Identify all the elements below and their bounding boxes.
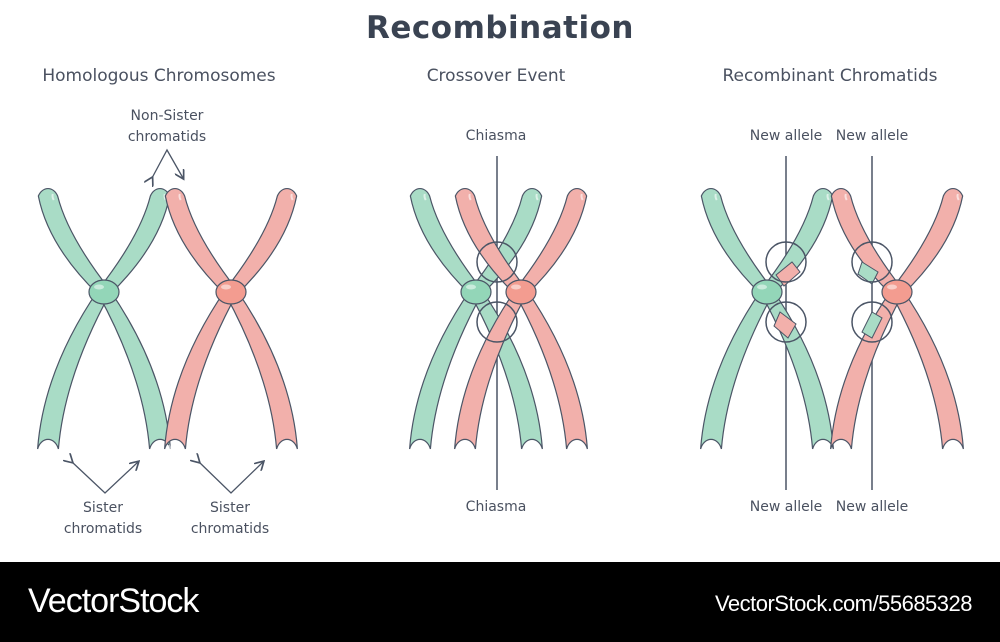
chromosome-red-arm-bottom-right (224, 289, 299, 450)
swapped-segment-green-bottom (861, 311, 883, 339)
chromosome-green-arm-bottom-right (97, 289, 172, 450)
recombinant-red-arm-bottom-right (890, 289, 965, 450)
crossover-green-arm-top-left (409, 187, 483, 296)
arm-highlight (535, 193, 539, 201)
recombinant-red-arm-bottom-left (829, 289, 904, 450)
chromosome-red-arm-bottom-left (163, 289, 238, 450)
crossover-red-arm-top-right (514, 187, 588, 296)
centromere-highlight (94, 284, 104, 290)
arrow-non-sister (152, 148, 183, 178)
crossover-green-centromere (460, 279, 492, 305)
crossover-red-arm-bottom-right (514, 289, 589, 450)
arm-highlight (412, 444, 417, 452)
new-allele-circle-top-left (765, 241, 807, 283)
arrow-sister-right (199, 462, 263, 494)
arrow-sister-left (72, 462, 138, 494)
arm-highlight (51, 193, 55, 201)
swapped-segment-red-bottom (773, 311, 797, 339)
recombinant-red-centromere (881, 279, 913, 305)
arm-highlight (826, 193, 830, 201)
recombinant-green-arm-bottom-right (760, 289, 835, 450)
label-new-allele-top-right: New allele (835, 128, 909, 144)
footer-brand: VectorStock (28, 582, 199, 620)
chromosome-red-arm-top-left (164, 187, 238, 296)
label-new-allele-bottom-right: New allele (835, 499, 909, 515)
arm-highlight (833, 444, 838, 452)
crossover-red-arm-bottom-left (453, 289, 528, 450)
arm-highlight (457, 444, 462, 452)
arm-highlight (569, 444, 574, 452)
chromosome-red-centromere (215, 279, 247, 305)
crossover-circles (476, 241, 893, 343)
arm-highlight (423, 193, 427, 201)
arm-highlight (152, 444, 157, 452)
recombination-diagram (36, 148, 965, 494)
footer-bar: VectorStock VectorStock.com/55685328 (0, 562, 1000, 642)
chromosome-green-arm-top-left (37, 187, 111, 296)
arm-highlight (815, 444, 820, 452)
chromosome-red-arm-top-right (224, 187, 298, 296)
arm-highlight (844, 193, 848, 201)
panel-title-homologous: Homologous Chromosomes (42, 66, 276, 86)
arm-highlight (703, 444, 708, 452)
label-chiasma-top: Chiasma (465, 128, 527, 144)
label-new-allele-top-left: New allele (749, 128, 823, 144)
panel-title-recombinant: Recombinant Chromatids (722, 66, 938, 86)
chromosome-green-arm-top-right (97, 187, 171, 296)
arm-highlight (468, 193, 472, 201)
centromere-highlight (511, 284, 521, 290)
arm-highlight (956, 193, 960, 201)
centromere-highlight (757, 284, 767, 290)
arm-highlight (279, 444, 284, 452)
label-chiasma-bottom: Chiasma (465, 499, 527, 515)
diagram-title: Recombination (366, 10, 634, 46)
new-allele-circle-top-right (851, 241, 893, 283)
arm-highlight (524, 444, 529, 452)
centromere-highlight (221, 284, 231, 290)
footer-reference: VectorStock.com/55685328 (714, 591, 973, 616)
centromere-highlight (466, 284, 476, 290)
crossover-red-centromere (505, 279, 537, 305)
swapped-segment-green-top (857, 261, 879, 285)
recombinant-red-arm-top-left (830, 187, 904, 296)
swapped-segment-red-top (775, 261, 801, 287)
panel-title-crossover: Crossover Event (426, 66, 566, 86)
arm-highlight (290, 193, 294, 201)
recombinant-red-arm-top-right (890, 187, 964, 296)
centromere-highlight (887, 284, 897, 290)
arm-highlight (714, 193, 718, 201)
label-new-allele-bottom-left: New allele (749, 499, 823, 515)
crossover-green-arm-bottom-right (469, 289, 544, 450)
arm-highlight (178, 193, 182, 201)
arm-highlight (40, 444, 45, 452)
crossover-green-arm-top-right (469, 187, 543, 296)
arm-highlight (945, 444, 950, 452)
arm-highlight (580, 193, 584, 201)
recombinant-green-arm-top-right (760, 187, 834, 296)
recombinant-green-centromere (751, 279, 783, 305)
new-allele-circle-bottom-right (851, 301, 893, 343)
recombinant-green-arm-bottom-left (699, 289, 774, 450)
chiasma-circle-top (476, 241, 518, 283)
new-allele-circle-bottom-left (765, 301, 807, 343)
arm-highlight (167, 444, 172, 452)
chiasma-circle-bottom (476, 301, 518, 343)
chromosome-green-arm-bottom-left (36, 289, 111, 450)
crossover-red-arm-top-left (454, 187, 528, 296)
recombinant-green-arm-top-left (700, 187, 774, 296)
crossover-green-arm-bottom-left (408, 289, 483, 450)
annotation-arrows (72, 148, 263, 494)
chromosome-green-centromere (88, 279, 120, 305)
